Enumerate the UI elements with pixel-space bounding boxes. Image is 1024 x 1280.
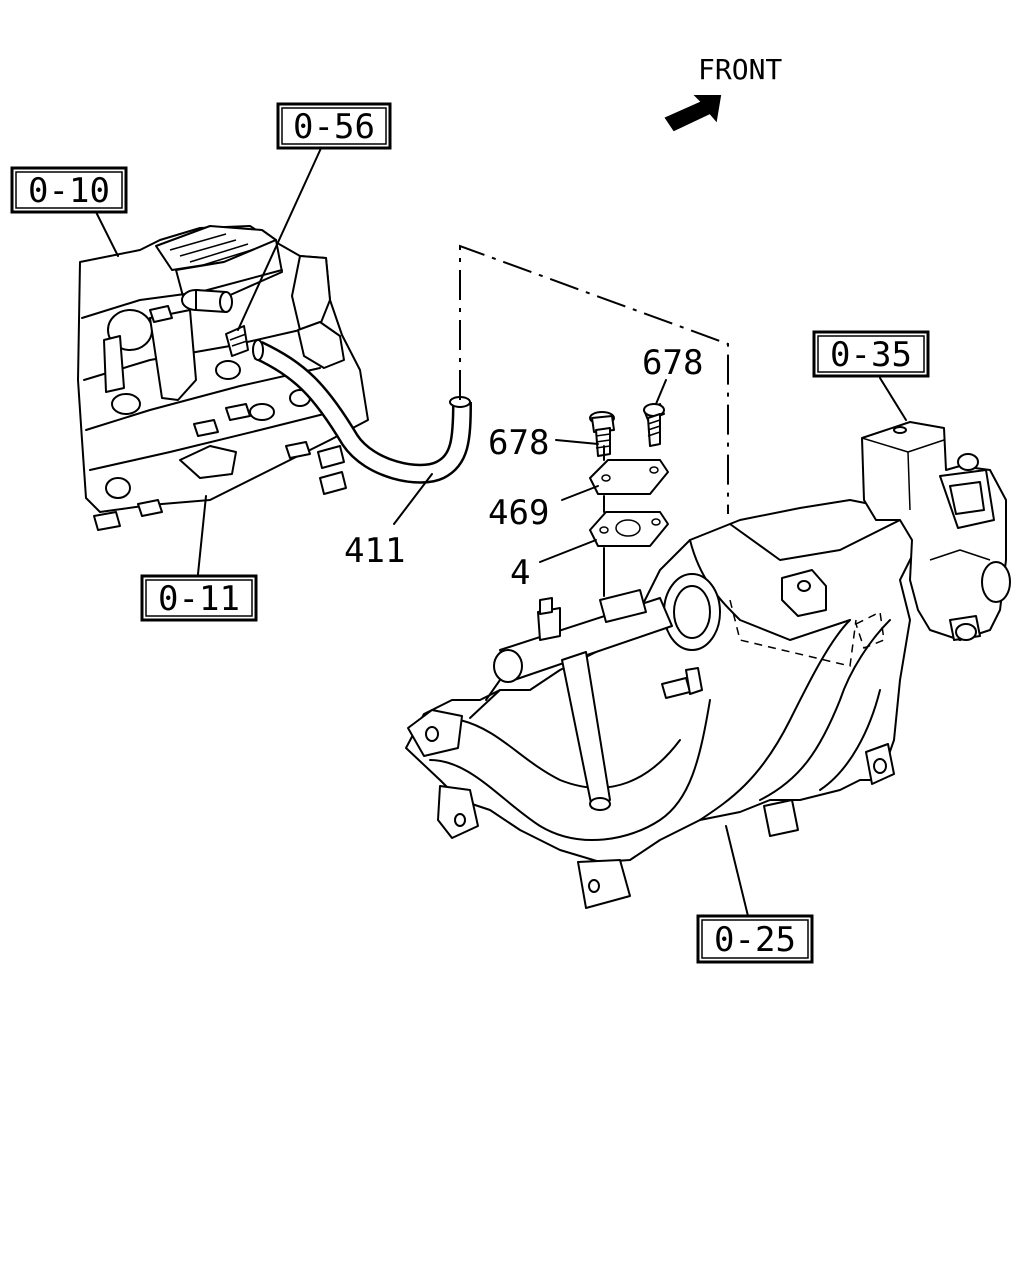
fuel-rail <box>469 589 673 811</box>
callout-411[interactable]: 411 <box>344 531 405 571</box>
front-label: FRONT <box>698 53 782 86</box>
bolt-left <box>589 411 615 457</box>
pcv-hose <box>252 339 472 484</box>
svg-text:0-35: 0-35 <box>830 335 912 375</box>
leader-0-11 <box>197 495 207 575</box>
intake-manifold <box>405 499 921 909</box>
ref-box-cylinder-head-cover[interactable]: 0-10 <box>10 166 128 214</box>
svg-text:0-10: 0-10 <box>28 171 110 211</box>
bolt-upper <box>643 403 665 447</box>
ref-box-cylinder-head[interactable]: 0-11 <box>140 574 258 622</box>
callout-469[interactable]: 469 <box>488 493 549 533</box>
ref-box-pcv-clip[interactable]: 0-56 <box>276 102 392 150</box>
leader-4 <box>539 539 597 563</box>
svg-text:0-25: 0-25 <box>714 920 796 960</box>
leader-0-10 <box>95 211 119 257</box>
ref-box-intake-manifold[interactable]: 0-25 <box>696 914 814 964</box>
leader-411 <box>393 473 433 525</box>
leader-0-25 <box>725 825 749 917</box>
callout-4[interactable]: 4 <box>510 553 530 593</box>
svg-text:0-11: 0-11 <box>158 579 240 619</box>
leader-469 <box>561 485 599 501</box>
throttle-body <box>861 421 1011 641</box>
leader-678-left <box>555 439 599 445</box>
leader-0-35 <box>879 377 907 421</box>
leader-0-56 <box>237 145 323 331</box>
front-arrow-icon <box>664 95 722 132</box>
callout-678-left[interactable]: 678 <box>488 423 549 463</box>
callout-678-upper[interactable]: 678 <box>642 343 703 383</box>
cylinder-head-assembly <box>77 225 369 531</box>
cover-plate <box>589 459 669 495</box>
svg-text:0-56: 0-56 <box>293 107 375 147</box>
leader-678-upper <box>655 379 667 405</box>
ref-box-throttle-body[interactable]: 0-35 <box>812 330 930 378</box>
gasket <box>589 511 669 547</box>
